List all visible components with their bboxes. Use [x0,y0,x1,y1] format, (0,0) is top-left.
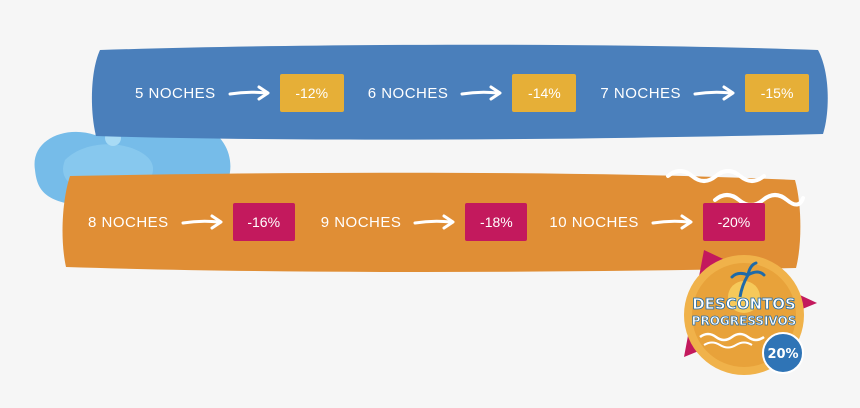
row-2: 8 NOCHES -16% 9 NOCHES -18% 10 NOCHES -2… [88,203,765,241]
discount-badge: -16% [232,203,295,241]
wave-decoration-icon [666,169,805,207]
arrow-right-icon [651,214,693,230]
nights-label: 6 NOCHES [367,84,449,102]
arrow-right-icon [181,214,223,230]
palm-icon [730,261,766,298]
discount-badge: -18% [465,203,528,241]
descontos-progressivos-logo: DESCONTOS PROGRESSIVOS 20% [684,250,817,375]
blue-band [91,44,828,140]
arrow-right-icon [413,214,455,230]
nights-label: 5 NOCHES [135,84,216,102]
nights-label: 10 NOCHES [549,213,639,231]
sun-icon [728,281,760,313]
discount-badge: -15% [745,74,810,112]
nights-label: 9 NOCHES [320,213,402,231]
logo-line1: DESCONTOS [692,295,796,313]
logo-line2: PROGRESSIVOS [692,314,797,328]
arrow-right-icon [228,85,270,101]
logo-max-discount: 20% [767,347,798,362]
arrow-right-icon [693,85,735,101]
discount-badge: -20% [702,203,765,241]
nights-label: 8 NOCHES [88,213,169,231]
discount-badge: -12% [279,74,344,112]
nights-label: 7 NOCHES [600,84,682,102]
arrow-right-icon [460,85,502,101]
row-1: 5 NOCHES -12% 6 NOCHES -14% 7 NOCHES -15… [135,74,810,112]
discount-badge: -14% [512,74,577,112]
